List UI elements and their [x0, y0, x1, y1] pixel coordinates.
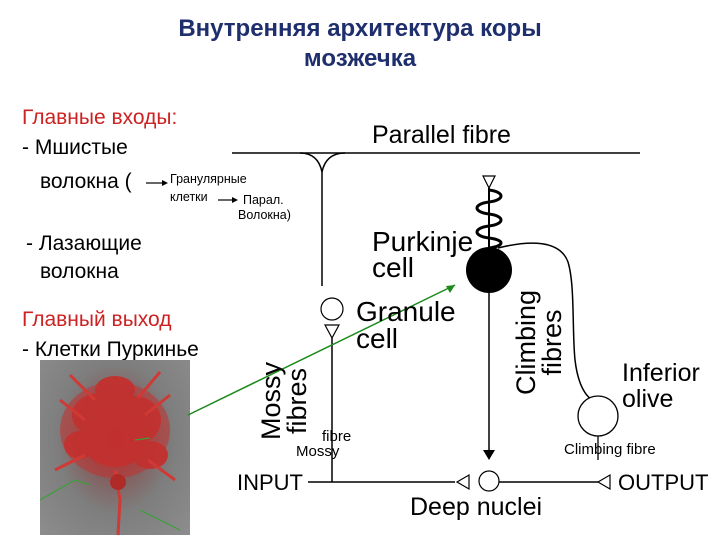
- purkinje-neuron-photo: [40, 360, 190, 535]
- granule-label-line2: cell: [356, 323, 399, 354]
- mossy-fibres-input-line2: волокна (: [40, 170, 132, 193]
- mossy-fibres-label-line2: fibres: [282, 367, 312, 435]
- output-synapse-icon: [596, 473, 611, 491]
- granule-axon-branch: [321, 152, 346, 173]
- pointer-arrow-icon: [446, 285, 455, 293]
- climbing-fibre-coil: [475, 188, 503, 250]
- mossy-small-label: Mossy: [296, 443, 340, 460]
- granule-cells-small-label: Гранулярные: [170, 172, 247, 186]
- arrow-icon-2-head: [232, 197, 238, 203]
- input-label: INPUT: [237, 470, 303, 495]
- climbing-fibres-input-line1: - Лазающие: [26, 232, 142, 255]
- parallel-synapse-icon: [482, 175, 496, 190]
- deep-nuclei-label: Deep nuclei: [410, 493, 543, 521]
- cells-small-label: клетки: [170, 190, 208, 204]
- output-heading: Главный выход: [22, 308, 172, 331]
- inferior-olive-label-line2: olive: [622, 385, 674, 413]
- nuclei-input-synapse-icon: [455, 473, 470, 491]
- inferior-olive-cell: [577, 395, 619, 437]
- output-label: OUTPUT: [618, 470, 709, 495]
- climbing-fibres-label-line1: Climbing: [511, 289, 541, 395]
- inferior-olive-label: Inferior olive: [622, 360, 700, 412]
- granule-axon-line: [299, 152, 323, 286]
- parallel-fibre-label: Parallel fibre: [372, 121, 511, 149]
- parallel-fibres-small-line2: Волокна): [238, 208, 291, 222]
- output-item: - Клетки Пуркинье: [22, 338, 199, 361]
- parallel-fibres-small-line1: Парал.: [243, 193, 284, 207]
- granule-label-line1: Granule: [356, 296, 456, 327]
- climbing-fibres-label: Climbing fibres: [511, 289, 567, 395]
- fibre-small-label: fibre: [322, 428, 352, 445]
- climbing-fibre-small-label: Climbing fibre: [564, 441, 656, 458]
- page-title: Внутренняя архитектура коры мозжечка: [0, 14, 720, 74]
- mossy-fibres-input-line1: - Мшистые: [22, 136, 128, 159]
- climbing-fibres-label-line2: fibres: [537, 309, 567, 376]
- climbing-fibres-input-line2: волокна: [40, 260, 119, 283]
- granule-cell-body: [320, 297, 344, 321]
- purkinje-cell-body: [466, 247, 512, 293]
- arrow-icon-head: [162, 180, 168, 186]
- mossy-fibres-label-line1: Mossy: [256, 361, 286, 440]
- purkinje-label-line2: cell: [372, 252, 415, 283]
- deep-nuclei-cell: [478, 470, 500, 492]
- granule-synapse-icon: [323, 324, 341, 340]
- purkinje-inhibitory-synapse-icon: [483, 450, 495, 460]
- climbing-fibre-line: [497, 242, 593, 401]
- inputs-heading: Главные входы:: [22, 106, 178, 129]
- title-line-2: мозжечка: [303, 45, 417, 72]
- pointer-line: [187, 284, 456, 416]
- title-line-1: Внутренняя архитектура коры: [178, 15, 542, 42]
- purkinje-label-line1: Purkinje: [372, 226, 474, 257]
- inferior-olive-label-line1: Inferior: [622, 359, 700, 387]
- mossy-fibres-label: Mossy fibres: [256, 361, 312, 440]
